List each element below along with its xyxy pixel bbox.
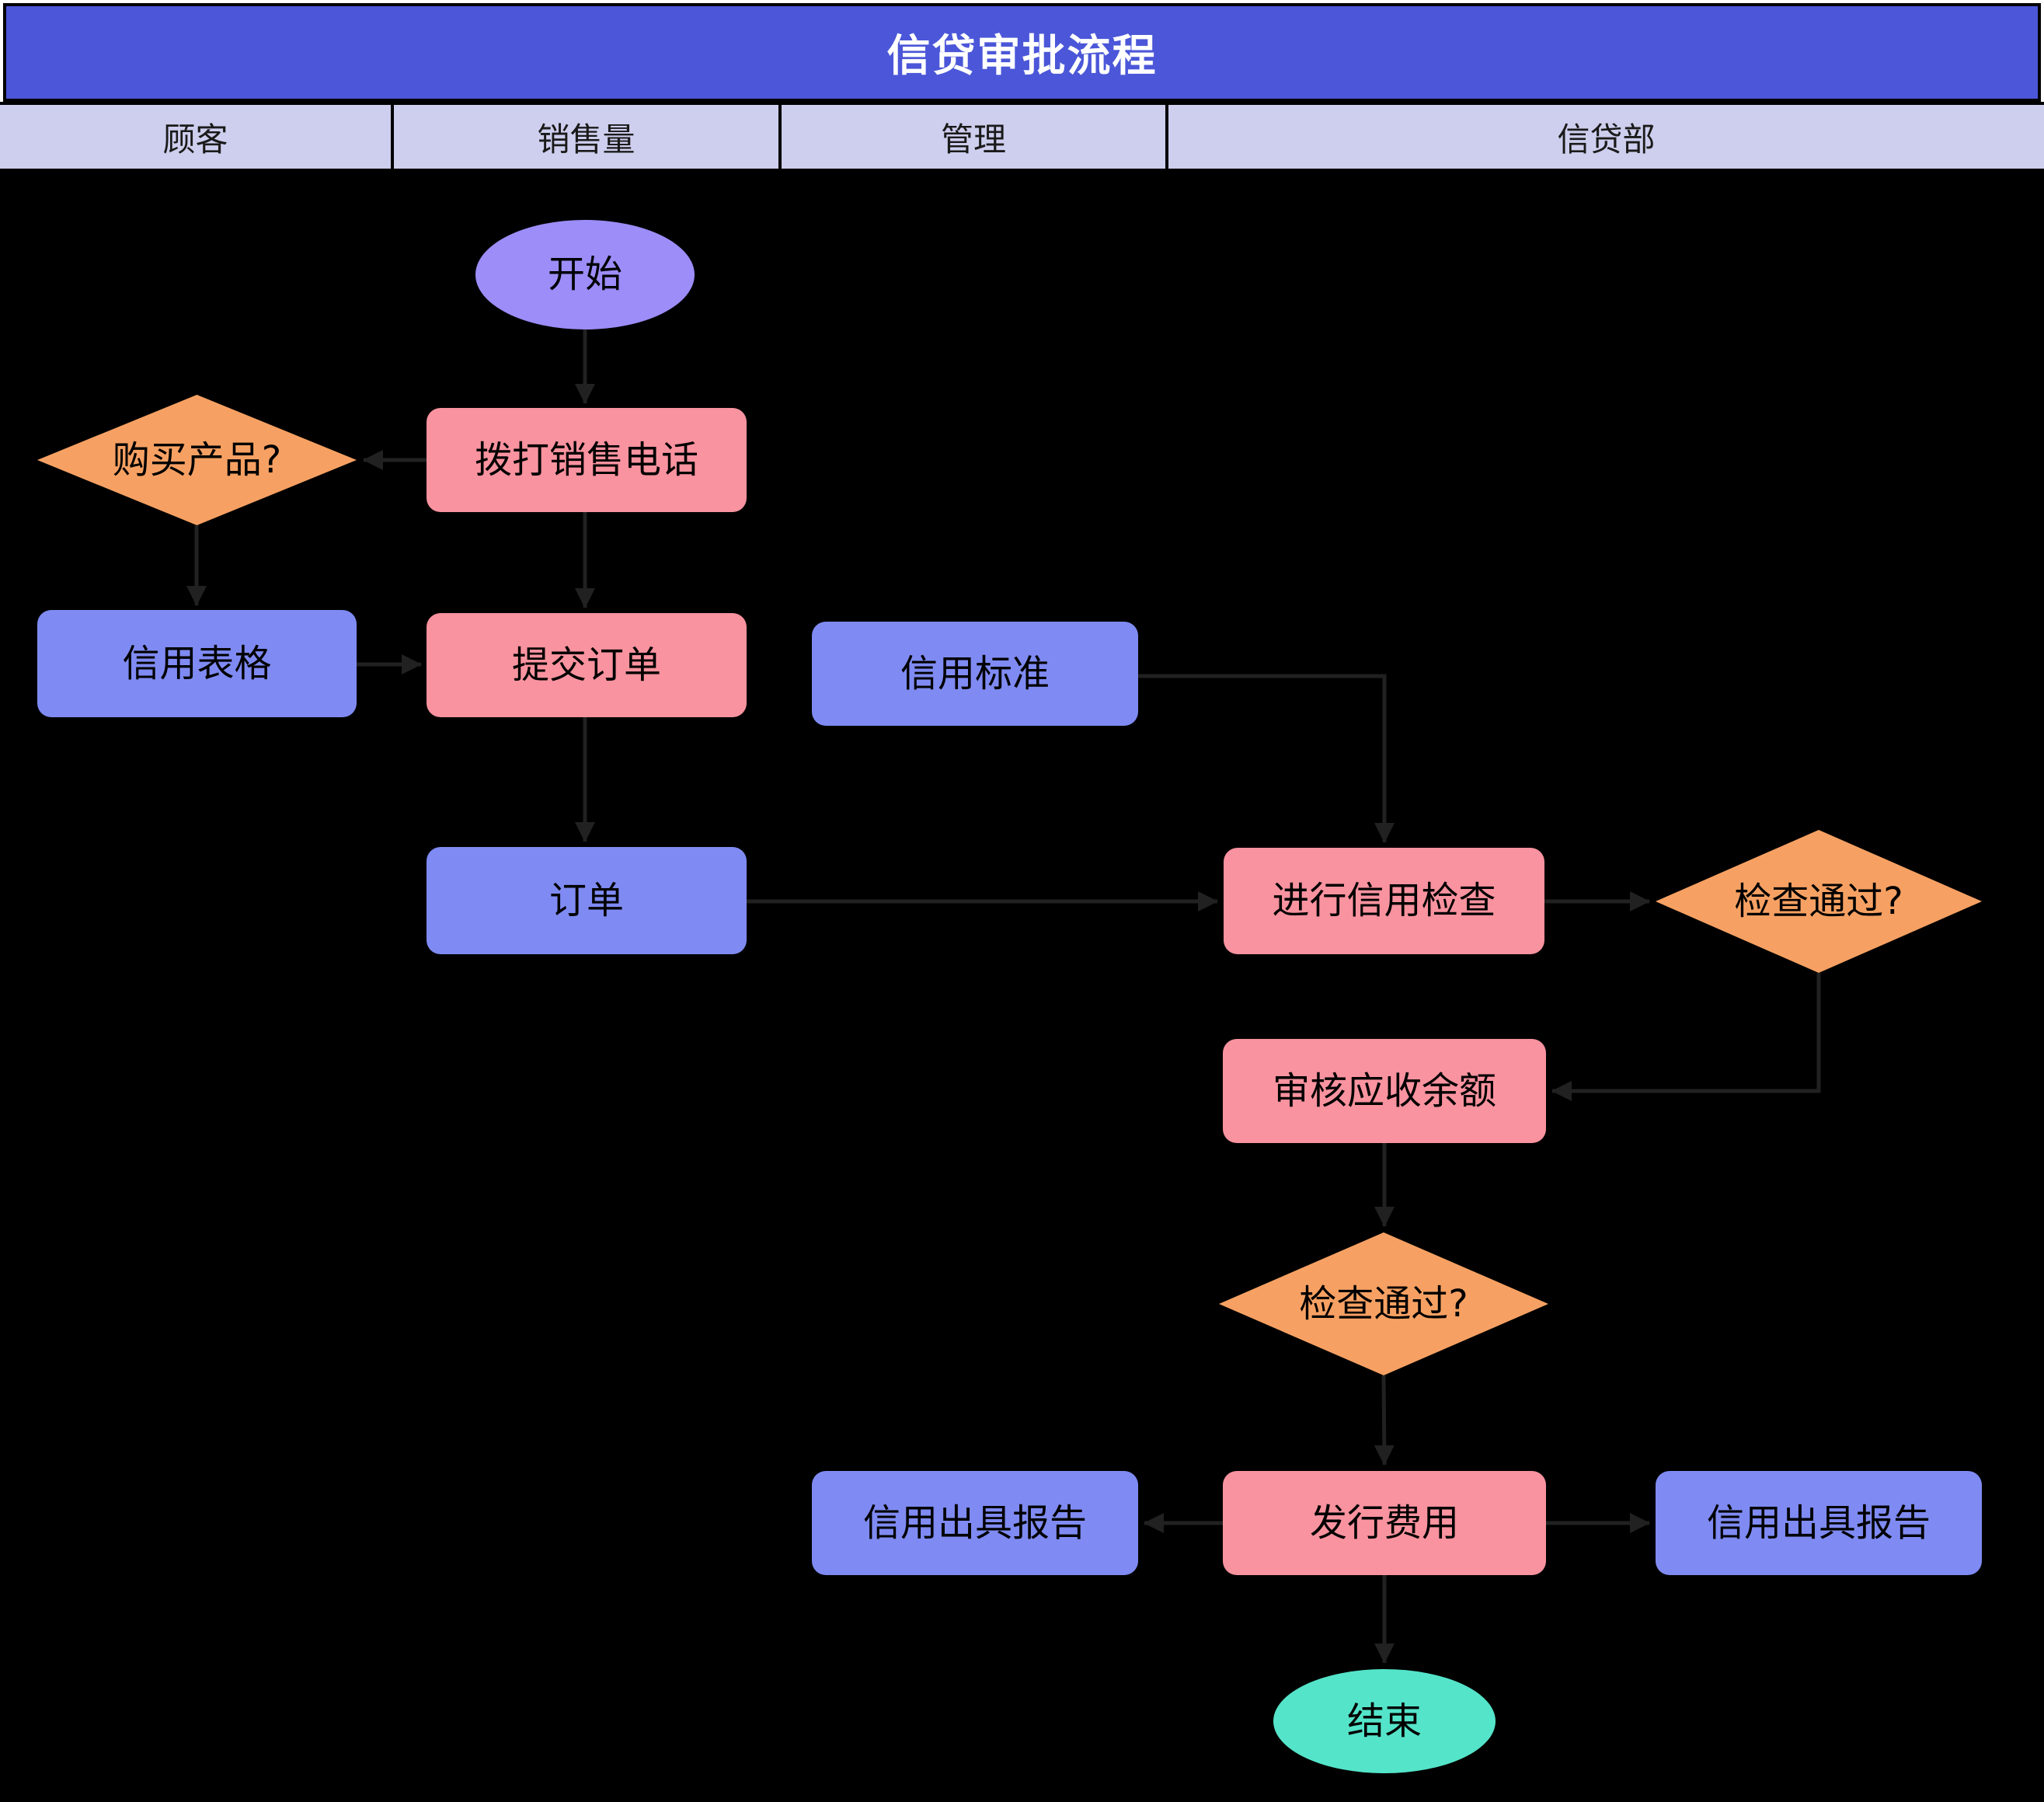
diagram-title: 信贷审批流程 (3, 3, 2041, 102)
node-start[interactable]: 开始 (475, 220, 695, 329)
node-order[interactable]: 订单 (427, 847, 747, 954)
lane-header-credit-dept: 信贷部 (1168, 105, 2044, 169)
title-band: 信贷审批流程 (0, 0, 2044, 102)
node-credit-check[interactable]: 进行信用检查 (1224, 848, 1544, 954)
node-credit-form[interactable]: 信用表格 (37, 610, 357, 717)
lane-header-management: 管理 (782, 105, 1165, 169)
connector-pass1-to-review (1551, 973, 1821, 1101)
lane-header-sales: 销售量 (394, 105, 778, 169)
node-submit-order[interactable]: 提交订单 (427, 613, 747, 717)
node-end[interactable]: 结束 (1273, 1669, 1496, 1773)
node-review-balance[interactable]: 审核应收余额 (1223, 1039, 1546, 1143)
lane-header-customer: 顾客 (0, 105, 391, 169)
node-credit-report-left[interactable]: 信用出具报告 (812, 1471, 1138, 1575)
node-issue-fee[interactable]: 发行费用 (1223, 1471, 1546, 1575)
swimlane-header-row: 顾客 销售量 管理 信贷部 (0, 102, 2044, 172)
node-credit-report-right[interactable]: 信用出具报告 (1656, 1471, 1982, 1575)
node-make-sales-call[interactable]: 拨打销售电话 (427, 408, 747, 512)
node-credit-standard[interactable]: 信用标准 (812, 622, 1138, 726)
connector-standard-to-check (1138, 674, 1395, 843)
